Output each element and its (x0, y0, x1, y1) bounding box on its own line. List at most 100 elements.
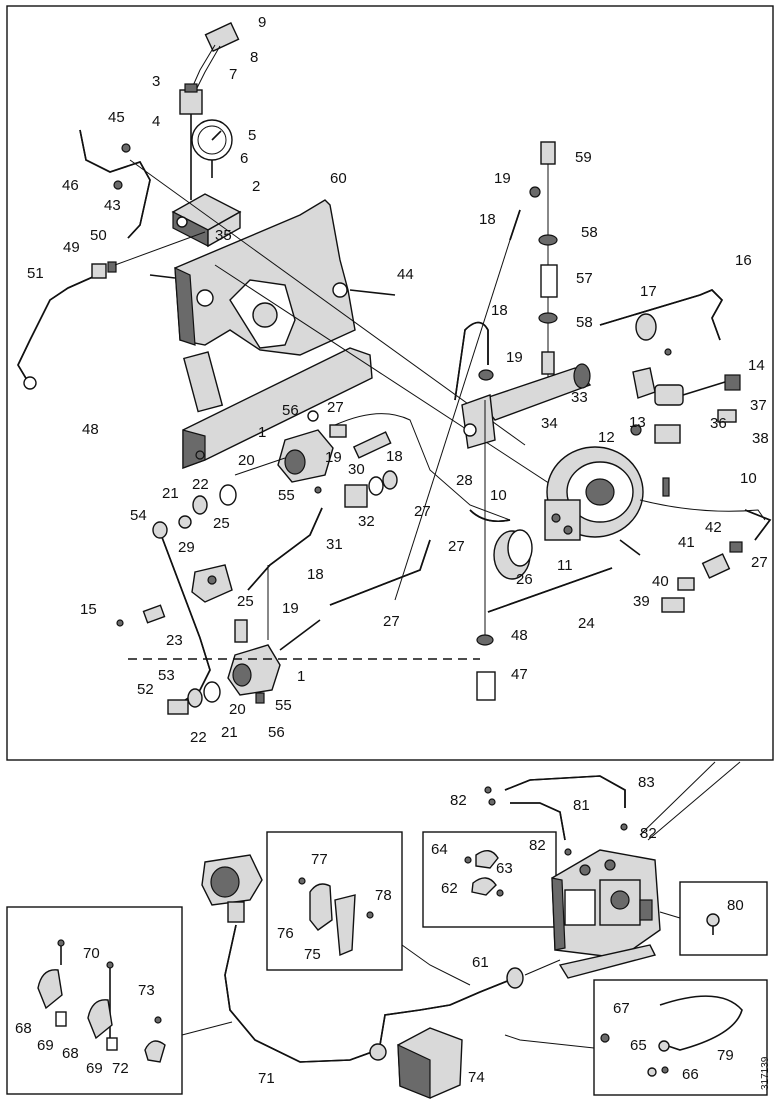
callout: 49 (63, 239, 80, 256)
callout: 82 (640, 825, 657, 842)
callout: 65 (630, 1037, 647, 1054)
gauge-assembly (79, 21, 242, 248)
coupling-26-right (493, 529, 533, 580)
callout: 31 (326, 536, 343, 553)
callout: 61 (472, 954, 489, 971)
callout: 25 (237, 593, 254, 610)
callout: 52 (137, 681, 154, 698)
pump-1-upper (192, 410, 347, 515)
fitting-13 (630, 424, 681, 444)
callout: 14 (748, 357, 765, 374)
callout: 13 (629, 414, 646, 431)
callout: 37 (750, 397, 767, 414)
callout: 74 (468, 1069, 485, 1086)
callout: 70 (83, 945, 100, 962)
callout: 77 (311, 851, 328, 868)
callout: 24 (578, 615, 595, 632)
callout: 27 (414, 503, 431, 520)
part-47-48 (476, 634, 496, 701)
callout: 20 (238, 452, 255, 469)
clamp-62-64 (464, 850, 504, 897)
callout: 36 (710, 415, 727, 432)
callout: 45 (108, 109, 125, 126)
callout: 82 (529, 837, 546, 854)
fittings-31-32 (314, 431, 398, 508)
callout: 44 (397, 266, 414, 283)
callout: 57 (576, 270, 593, 287)
callout: 25 (213, 515, 230, 532)
callout: 39 (633, 593, 650, 610)
callout: 55 (278, 487, 295, 504)
pump-1-lower (167, 619, 321, 715)
callout: 17 (640, 283, 657, 300)
callout: 72 (112, 1060, 129, 1077)
callout: 35 (215, 227, 232, 244)
valve-14 (632, 367, 741, 423)
callout: 60 (330, 170, 347, 187)
callout: 10 (490, 487, 507, 504)
bracket-60 (149, 199, 396, 356)
callout: 29 (178, 539, 195, 556)
callout: 82 (450, 792, 467, 809)
callout: 23 (166, 632, 183, 649)
callout: 68 (15, 1020, 32, 1037)
callout: 8 (250, 49, 258, 66)
callout: 19 (325, 449, 342, 466)
detail-box-65-79 (593, 979, 768, 1096)
callout: 26 (516, 571, 533, 588)
callout: 46 (62, 177, 79, 194)
callout: 22 (190, 729, 207, 746)
callout: 22 (192, 476, 209, 493)
hoses-81-83 (484, 775, 628, 856)
vertical-filter-assembly (538, 141, 558, 400)
callout: 9 (258, 14, 266, 31)
callout: 48 (511, 627, 528, 644)
pump-11 (544, 446, 670, 556)
bracket-75-78 (298, 877, 374, 957)
callout: 43 (104, 197, 121, 214)
callout: 71 (258, 1070, 275, 1087)
control-unit (551, 849, 661, 979)
callout: 18 (491, 302, 508, 319)
callout: 30 (348, 461, 365, 478)
cylinder-33 (461, 363, 592, 640)
callout: 69 (86, 1060, 103, 1077)
callout: 63 (496, 860, 513, 877)
callout: 27 (448, 538, 465, 555)
clips-68-73 (37, 939, 166, 1063)
callout: 16 (735, 252, 752, 269)
callout: 59 (575, 149, 592, 166)
callout: 50 (90, 227, 107, 244)
callout: 33 (571, 389, 588, 406)
callout: 51 (27, 265, 44, 282)
callout: 27 (383, 613, 400, 630)
callout: 69 (37, 1037, 54, 1054)
callout: 42 (705, 519, 722, 536)
callout: 6 (240, 150, 248, 167)
callout: 19 (494, 170, 511, 187)
callout: 5 (248, 127, 256, 144)
callout: 28 (456, 472, 473, 489)
motor (201, 854, 263, 923)
callout: 40 (652, 573, 669, 590)
callout: 79 (717, 1047, 734, 1064)
fittings-right (639, 499, 772, 613)
module-74 (369, 1027, 463, 1099)
callout: 18 (386, 448, 403, 465)
callout: 7 (229, 66, 237, 83)
callout: 80 (727, 897, 744, 914)
mounting-plate (182, 347, 373, 469)
callout: 66 (682, 1066, 699, 1083)
detail-box-80 (679, 881, 768, 956)
callout: 54 (130, 507, 147, 524)
callout: 53 (158, 667, 175, 684)
callout-labels: 9 8 7 3 4 5 6 2 45 46 43 60 49 50 35 51 … (15, 14, 769, 1087)
tube-27 (334, 413, 511, 521)
callout: 1 (258, 424, 266, 441)
callout: 19 (506, 349, 523, 366)
callout: 56 (268, 724, 285, 741)
callout: 78 (375, 887, 392, 904)
callout: 38 (752, 430, 769, 447)
cable-65-79 (600, 995, 743, 1077)
